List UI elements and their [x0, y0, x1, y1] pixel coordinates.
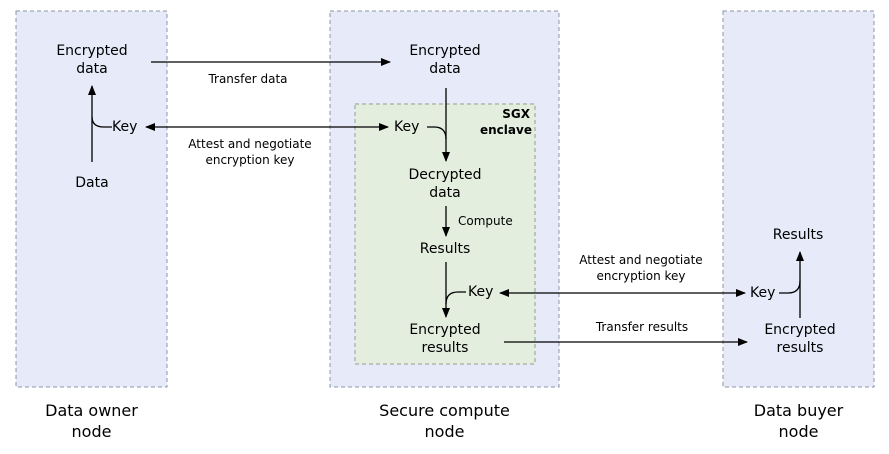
compute-results-label: Results — [419, 241, 471, 257]
buyer-key-label: Key — [750, 285, 776, 301]
data-buyer-node-box — [722, 10, 875, 388]
compute-key-in-label: Key — [394, 119, 420, 135]
sgx-enclave-label: SGX enclave — [480, 107, 532, 137]
compute-step-label: Compute — [458, 214, 513, 228]
compute-encrypted-data-label: Encrypted data — [409, 43, 481, 78]
buyer-results-label: Results — [772, 227, 824, 243]
buyer-key-merge-line — [779, 280, 801, 294]
attest-owner-label: Attest and negotiate encryption key — [188, 137, 312, 167]
owner-encrypted-data-label: Encrypted data — [56, 43, 128, 78]
secure-compute-node-caption: Secure compute node — [379, 401, 510, 441]
decrypted-data-label: Decrypted data — [408, 167, 482, 202]
owner-key-label: Key — [112, 119, 138, 135]
owner-key-merge-line — [91, 116, 112, 128]
data-owner-node-box — [15, 10, 168, 388]
transfer-results-label: Transfer results — [595, 320, 689, 334]
owner-data-label: Data — [75, 175, 109, 191]
compute-key-out-label: Key — [468, 284, 494, 300]
compute-encrypted-results-label: Encrypted results — [409, 322, 481, 357]
attest-buyer-label: Attest and negotiate encryption key — [579, 253, 703, 283]
key-in-merge-line — [427, 126, 447, 140]
data-buyer-node-caption: Data buyer node — [753, 401, 844, 441]
key-out-merge-line — [445, 291, 466, 305]
buyer-encrypted-results-label: Encrypted results — [764, 322, 836, 357]
data-owner-node-caption: Data owner node — [45, 401, 138, 441]
transfer-data-label: Transfer data — [208, 72, 288, 86]
